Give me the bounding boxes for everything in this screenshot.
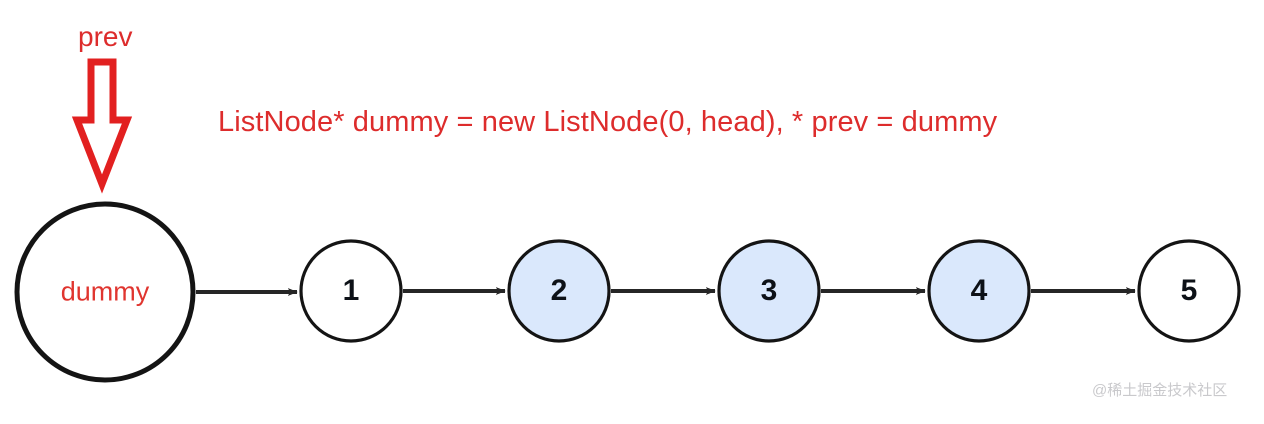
node-circle-group (14, 201, 1241, 383)
node-circle-1[interactable] (299, 239, 403, 343)
node-circle-2[interactable] (507, 239, 611, 343)
edge-group (196, 287, 1136, 296)
node-circle-4[interactable] (927, 239, 1031, 343)
node-label-1: 1 (342, 274, 360, 307)
node-label-2: 2 (550, 274, 568, 307)
watermark: @稀土掘金技术社区 (1092, 382, 1228, 399)
node-label-3: 3 (760, 274, 778, 307)
node-circle-3[interactable] (717, 239, 821, 343)
node-label-5: 5 (1180, 274, 1198, 307)
node-circle-5[interactable] (1137, 239, 1241, 343)
node-circle-dummy[interactable] (14, 201, 196, 383)
node-label-4: 4 (970, 274, 988, 307)
red-down-block-arrow (71, 58, 133, 194)
code-annotation: ListNode* dummy = new ListNode(0, head),… (218, 106, 998, 138)
node-label-dummy: dummy (60, 276, 150, 307)
prev-pointer-label: prev (78, 21, 133, 52)
